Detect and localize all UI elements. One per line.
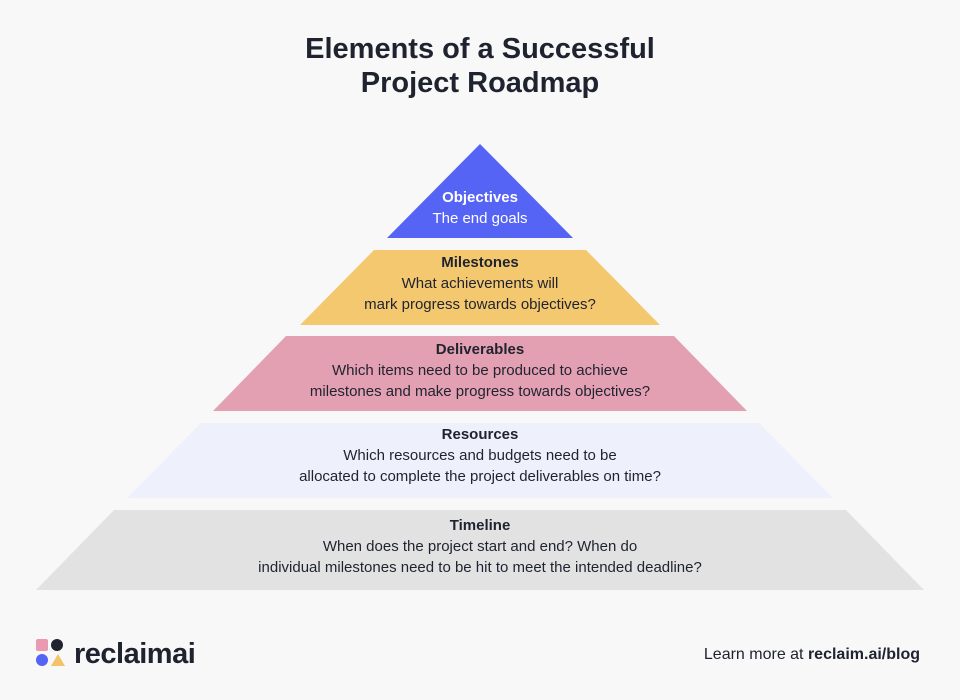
- tier-timeline-shape: [36, 510, 924, 590]
- logo-dark-dot-icon: [51, 639, 63, 651]
- tier-milestones-text-2: mark progress towards objectives?: [364, 296, 596, 313]
- tier-deliverables-label: Deliverables Which items need to be prod…: [0, 339, 960, 402]
- tier-timeline-text-1: When does the project start and end? Whe…: [322, 538, 638, 555]
- learn-more-prefix: Learn more at: [703, 646, 808, 663]
- tier-resources-label: Resources Which resources and budgets ne…: [0, 424, 960, 487]
- tier-milestones-shape: [300, 250, 660, 325]
- learn-more-url[interactable]: reclaim.ai/blog: [807, 646, 920, 663]
- tier-objectives-shape: [387, 144, 573, 238]
- tier-timeline-title: Timeline: [449, 517, 511, 534]
- logo-blue-dot-icon: [36, 654, 48, 666]
- tier-resources-text-2: allocated to complete the project delive…: [299, 468, 661, 485]
- logo-square-icon: [36, 639, 48, 651]
- tier-objectives-title: Objectives: [442, 189, 518, 206]
- tier-objectives-text-1: The end goals: [432, 210, 528, 227]
- reclaim-logo[interactable]: reclaimai: [36, 637, 196, 670]
- tier-deliverables-shape: [213, 336, 747, 411]
- logo-triangle-icon: [51, 654, 65, 666]
- tier-milestones-text-1: What achievements will: [401, 275, 559, 292]
- tier-deliverables-text-1: Which items need to be produced to achie…: [331, 362, 628, 379]
- logo-wordmark: reclaimai: [74, 637, 196, 670]
- tier-resources-title: Resources: [441, 426, 519, 443]
- tier-resources-text-1: Which resources and budgets need to be: [343, 447, 617, 464]
- tier-timeline-text-2: individual milestones need to be hit to …: [258, 559, 702, 576]
- tier-deliverables-text-2: milestones and make progress towards obj…: [309, 383, 651, 400]
- tier-timeline-label: Timeline When does the project start and…: [0, 515, 960, 578]
- diagram-title: Elements of a Successful Project Roadmap: [0, 32, 960, 100]
- title-line-2: Project Roadmap: [360, 67, 600, 99]
- tier-deliverables-title: Deliverables: [435, 341, 525, 358]
- tier-resources-shape: [127, 423, 833, 498]
- logo-mark-icon: [36, 639, 66, 669]
- title-line-1: Elements of a Successful: [305, 33, 655, 65]
- tier-milestones-title: Milestones: [441, 254, 519, 271]
- tier-milestones-label: Milestones What achievements will mark p…: [0, 252, 960, 315]
- tier-objectives-label: Objectives The end goals: [0, 187, 960, 229]
- learn-more-link[interactable]: Learn more at reclaim.ai/blog: [704, 646, 920, 664]
